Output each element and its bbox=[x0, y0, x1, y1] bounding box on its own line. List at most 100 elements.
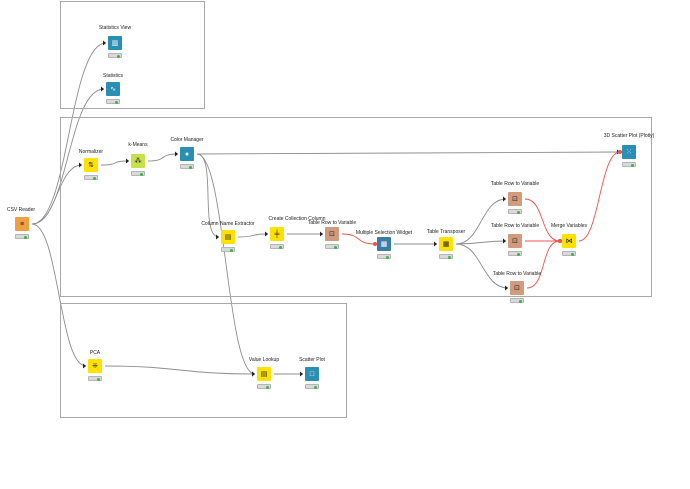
node-status-column-name-extractor bbox=[221, 247, 235, 252]
node-status-statistics bbox=[106, 99, 120, 104]
node-status-create-collection-column bbox=[270, 244, 284, 249]
connection-port-icon bbox=[373, 242, 377, 246]
connection-table-row-to-variable-4-to-merge-variables[interactable] bbox=[526, 240, 561, 289]
node-label-table-row-to-variable-4[interactable]: Table Row to Variable bbox=[492, 271, 542, 277]
node-status-value-lookup bbox=[257, 384, 271, 389]
lookup-icon: ▤ bbox=[260, 371, 268, 378]
connection-pca-to-value-lookup[interactable] bbox=[104, 365, 256, 375]
node-multiple-selection-widget[interactable]: ▦ bbox=[377, 237, 391, 251]
connection-table-row-to-variable-2-to-merge-variables[interactable] bbox=[524, 198, 561, 242]
connection-port-icon bbox=[320, 231, 323, 237]
node-label-create-collection-column[interactable]: Create Collection Column bbox=[268, 216, 326, 222]
connection-csv-reader-to-normalizer[interactable] bbox=[31, 164, 83, 225]
color-drop-icon: ● bbox=[184, 150, 190, 158]
node-color-manager[interactable]: ● bbox=[180, 147, 194, 161]
connection-port-icon bbox=[558, 239, 562, 243]
status-dot-icon bbox=[448, 255, 451, 259]
scatter-icon: □ bbox=[309, 370, 315, 378]
connection-port-icon bbox=[103, 40, 106, 46]
node-normalizer[interactable]: ⇅ bbox=[84, 158, 98, 172]
annotation-statistics[interactable] bbox=[60, 1, 205, 109]
node-table-row-to-variable-2[interactable]: ⊡ bbox=[508, 192, 522, 206]
node-label-color-manager[interactable]: Color Manager bbox=[170, 137, 204, 143]
status-dot-icon bbox=[115, 100, 118, 104]
connection-table-row-to-variable-1-to-multiple-selection-widget[interactable] bbox=[341, 233, 376, 245]
node-label-merge-variables[interactable]: Merge Variables bbox=[550, 223, 588, 229]
node-label-statistics[interactable]: Statistics bbox=[102, 73, 124, 79]
connection-k-means-to-color-manager[interactable] bbox=[147, 153, 179, 162]
node-label-csv-reader[interactable]: CSV Reader bbox=[6, 207, 36, 213]
node-create-collection-column[interactable]: ╪ bbox=[270, 227, 284, 241]
node-label-pca[interactable]: PCA bbox=[89, 350, 101, 356]
node-statistics[interactable]: ∿ bbox=[106, 82, 120, 96]
node-label-multiple-selection-widget[interactable]: Multiple Selection Widget bbox=[355, 230, 413, 236]
connection-port-icon bbox=[265, 231, 268, 237]
node-status-table-transposer bbox=[439, 254, 453, 259]
annotation-pca[interactable] bbox=[60, 303, 347, 418]
node-value-lookup[interactable]: ▤ bbox=[257, 367, 271, 381]
connection-table-transposer-to-table-row-to-variable-3[interactable] bbox=[455, 240, 507, 245]
connection-normalizer-to-k-means[interactable] bbox=[100, 160, 130, 166]
node-scatter-plot[interactable]: □ bbox=[305, 367, 319, 381]
connection-merge-variables-to-3d-scatter-plot[interactable] bbox=[578, 151, 621, 242]
csv-reader-icon: ≡ bbox=[19, 220, 25, 228]
node-csv-reader[interactable]: ≡ bbox=[15, 217, 29, 231]
node-table-row-to-variable-3[interactable]: ⊡ bbox=[508, 234, 522, 248]
node-label-k-means[interactable]: k-Means bbox=[128, 142, 148, 148]
node-status-table-row-to-variable-4 bbox=[510, 298, 524, 303]
node-status-k-means bbox=[131, 171, 145, 176]
connection-table-transposer-to-table-row-to-variable-4[interactable] bbox=[455, 243, 509, 289]
node-k-means[interactable]: ⁂ bbox=[131, 154, 145, 168]
node-label-table-transposer[interactable]: Table Transposer bbox=[426, 229, 466, 235]
bar-chart-icon: ▥ bbox=[111, 40, 119, 47]
node-status-table-row-to-variable-2 bbox=[508, 209, 522, 214]
node-label-scatter-plot[interactable]: Scatter Plot bbox=[299, 357, 325, 363]
node-3d-scatter-plot[interactable]: ⁙ bbox=[622, 145, 636, 159]
node-pca[interactable]: ⁜ bbox=[88, 359, 102, 373]
connection-color-manager-to-value-lookup[interactable] bbox=[196, 153, 256, 375]
status-dot-icon bbox=[517, 252, 520, 256]
connection-column-name-extractor-to-create-collection-column[interactable] bbox=[237, 233, 269, 238]
node-table-transposer[interactable]: ▦ bbox=[439, 237, 453, 251]
node-label-3d-scatter-plot[interactable]: 3D Scatter Plot (Plotly) bbox=[603, 133, 655, 139]
connection-port-icon bbox=[101, 86, 104, 92]
status-dot-icon bbox=[334, 245, 337, 249]
connection-csv-reader-to-statistics-view[interactable] bbox=[31, 42, 107, 225]
node-label-table-row-to-variable-2[interactable]: Table Row to Variable bbox=[490, 181, 540, 187]
node-label-column-name-extractor[interactable]: Column Name Extractor bbox=[201, 221, 255, 227]
connection-csv-reader-to-pca[interactable] bbox=[31, 223, 87, 367]
node-label-value-lookup[interactable]: Value Lookup bbox=[248, 357, 280, 363]
collection-icon: ╪ bbox=[274, 230, 280, 238]
column-extract-icon: ▤ bbox=[224, 234, 232, 241]
connection-port-icon bbox=[83, 363, 86, 369]
node-status-table-row-to-variable-3 bbox=[508, 251, 522, 256]
node-status-color-manager bbox=[180, 164, 194, 169]
transpose-icon: ▦ bbox=[442, 241, 450, 248]
node-column-name-extractor[interactable]: ▤ bbox=[221, 230, 235, 244]
merge-icon: ⋈ bbox=[565, 238, 573, 245]
node-label-statistics-view[interactable]: Statistics View bbox=[98, 25, 132, 31]
node-statistics-view[interactable]: ▥ bbox=[108, 36, 122, 50]
status-dot-icon bbox=[386, 255, 389, 259]
node-label-table-row-to-variable-3[interactable]: Table Row to Variable bbox=[490, 223, 540, 229]
node-table-row-to-variable-1[interactable]: ⊡ bbox=[325, 227, 339, 241]
connection-port-icon bbox=[434, 241, 437, 247]
statistics-icon: ∿ bbox=[110, 86, 116, 93]
connection-table-transposer-to-table-row-to-variable-2[interactable] bbox=[455, 198, 507, 245]
connection-port-icon bbox=[300, 371, 303, 377]
connection-color-manager-to-3d-scatter-plot[interactable] bbox=[196, 151, 621, 155]
node-status-merge-variables bbox=[562, 251, 576, 256]
status-dot-icon bbox=[631, 163, 634, 167]
pca-icon: ⁜ bbox=[92, 363, 98, 370]
status-dot-icon bbox=[93, 176, 96, 180]
row-to-variable-icon: ⊡ bbox=[514, 285, 520, 292]
node-table-row-to-variable-4[interactable]: ⊡ bbox=[510, 281, 524, 295]
annotation-clustering[interactable] bbox=[60, 117, 652, 297]
status-dot-icon bbox=[517, 210, 520, 214]
status-dot-icon bbox=[24, 235, 27, 239]
status-dot-icon bbox=[117, 54, 120, 58]
node-merge-variables[interactable]: ⋈ bbox=[562, 234, 576, 248]
node-label-table-row-to-variable-1[interactable]: Table Row to Variable bbox=[307, 220, 357, 226]
node-label-normalizer[interactable]: Normalizer bbox=[78, 149, 104, 155]
